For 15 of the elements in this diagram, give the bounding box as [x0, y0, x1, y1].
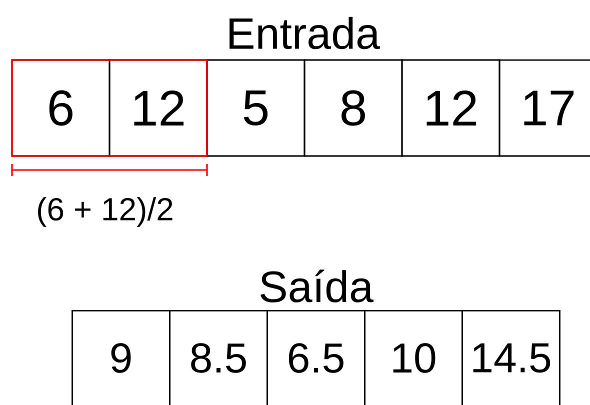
value-cell: 10: [364, 310, 463, 405]
value-cell: 12: [108, 59, 208, 157]
value-cell: 12: [401, 59, 500, 157]
value-cell: 6.5: [266, 310, 366, 405]
title: Entrada: [230, 16, 380, 50]
value-cell: 17: [498, 59, 590, 157]
value-cell: 5: [206, 59, 306, 157]
value-cell: 8.5: [169, 310, 268, 405]
value-cell: 14.5: [462, 310, 560, 405]
title: Saída: [260, 270, 374, 302]
value-cell: 6: [11, 59, 110, 157]
value-cell: 9: [72, 310, 170, 405]
formula-label: (6 + 12)/2: [38, 197, 172, 227]
value-cell: 8: [304, 59, 403, 157]
window-frame: [11, 59, 208, 157]
